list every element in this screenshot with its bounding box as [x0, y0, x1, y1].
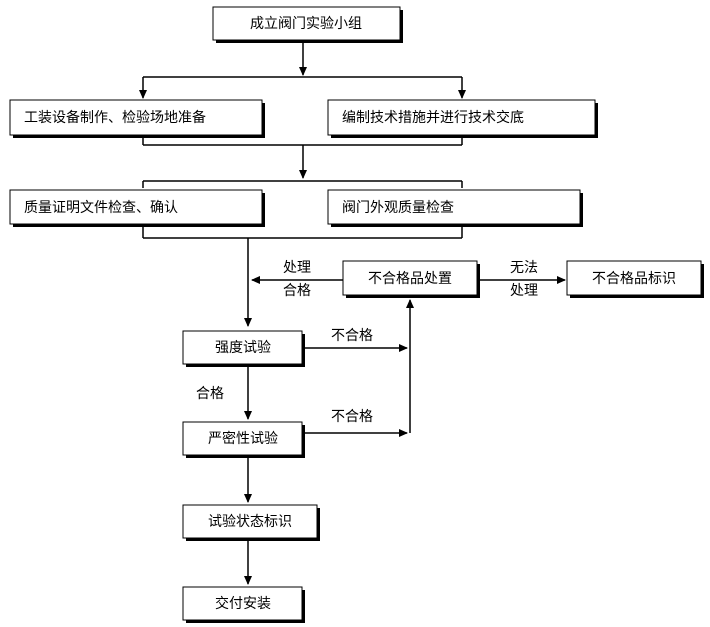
- node-visual-check: 阀门外观质量检查: [327, 189, 583, 227]
- edge-label-strength-fail: 不合格: [331, 328, 373, 344]
- node-status-mark: 试验状态标识: [182, 504, 320, 541]
- edge-labels: 处理 合格 无法 处理 不合格 合格 不合格: [196, 260, 538, 425]
- edge-label-cannot-2: 处理: [510, 283, 538, 299]
- node-establish-team-label: 成立阀门实验小组: [250, 16, 362, 32]
- node-tech-briefing: 编制技术措施并进行技术交底: [327, 99, 598, 138]
- edge-label-tightness-fail: 不合格: [331, 409, 373, 425]
- node-strength-test: 强度试验: [182, 330, 305, 367]
- node-doc-check-label: 质量证明文件检查、确认: [24, 200, 178, 216]
- node-tightness-test-label: 严密性试验: [208, 430, 278, 447]
- node-nonconforming-mark-label: 不合格品标识: [592, 271, 676, 287]
- node-strength-test-label: 强度试验: [215, 340, 271, 356]
- connectors: [139, 42, 566, 585]
- node-nonconforming-mark: 不合格品标识: [566, 260, 704, 298]
- node-status-mark-label: 试验状态标识: [208, 514, 292, 530]
- edge-label-cannot-1: 无法: [510, 260, 538, 276]
- node-nonconforming-disposal-label: 不合格品处置: [368, 271, 452, 287]
- node-tech-briefing-label: 编制技术措施并进行技术交底: [342, 109, 524, 126]
- node-nonconforming-disposal: 不合格品处置: [342, 260, 480, 298]
- node-tightness-test: 严密性试验: [182, 421, 305, 458]
- edge-label-handled-1: 处理: [283, 260, 311, 276]
- node-visual-check-label: 阀门外观质量检查: [342, 200, 454, 216]
- edge-label-handled-2: 合格: [283, 283, 311, 299]
- node-establish-team: 成立阀门实验小组: [212, 6, 403, 43]
- node-doc-check: 质量证明文件检查、确认: [9, 189, 265, 227]
- edge-label-strength-pass: 合格: [196, 386, 224, 402]
- node-deliver-install-label: 交付安装: [215, 595, 271, 612]
- node-tooling-prep-label: 工装设备制作、检验场地准备: [24, 109, 206, 126]
- node-deliver-install: 交付安装: [182, 586, 305, 623]
- node-tooling-prep: 工装设备制作、检验场地准备: [9, 99, 265, 138]
